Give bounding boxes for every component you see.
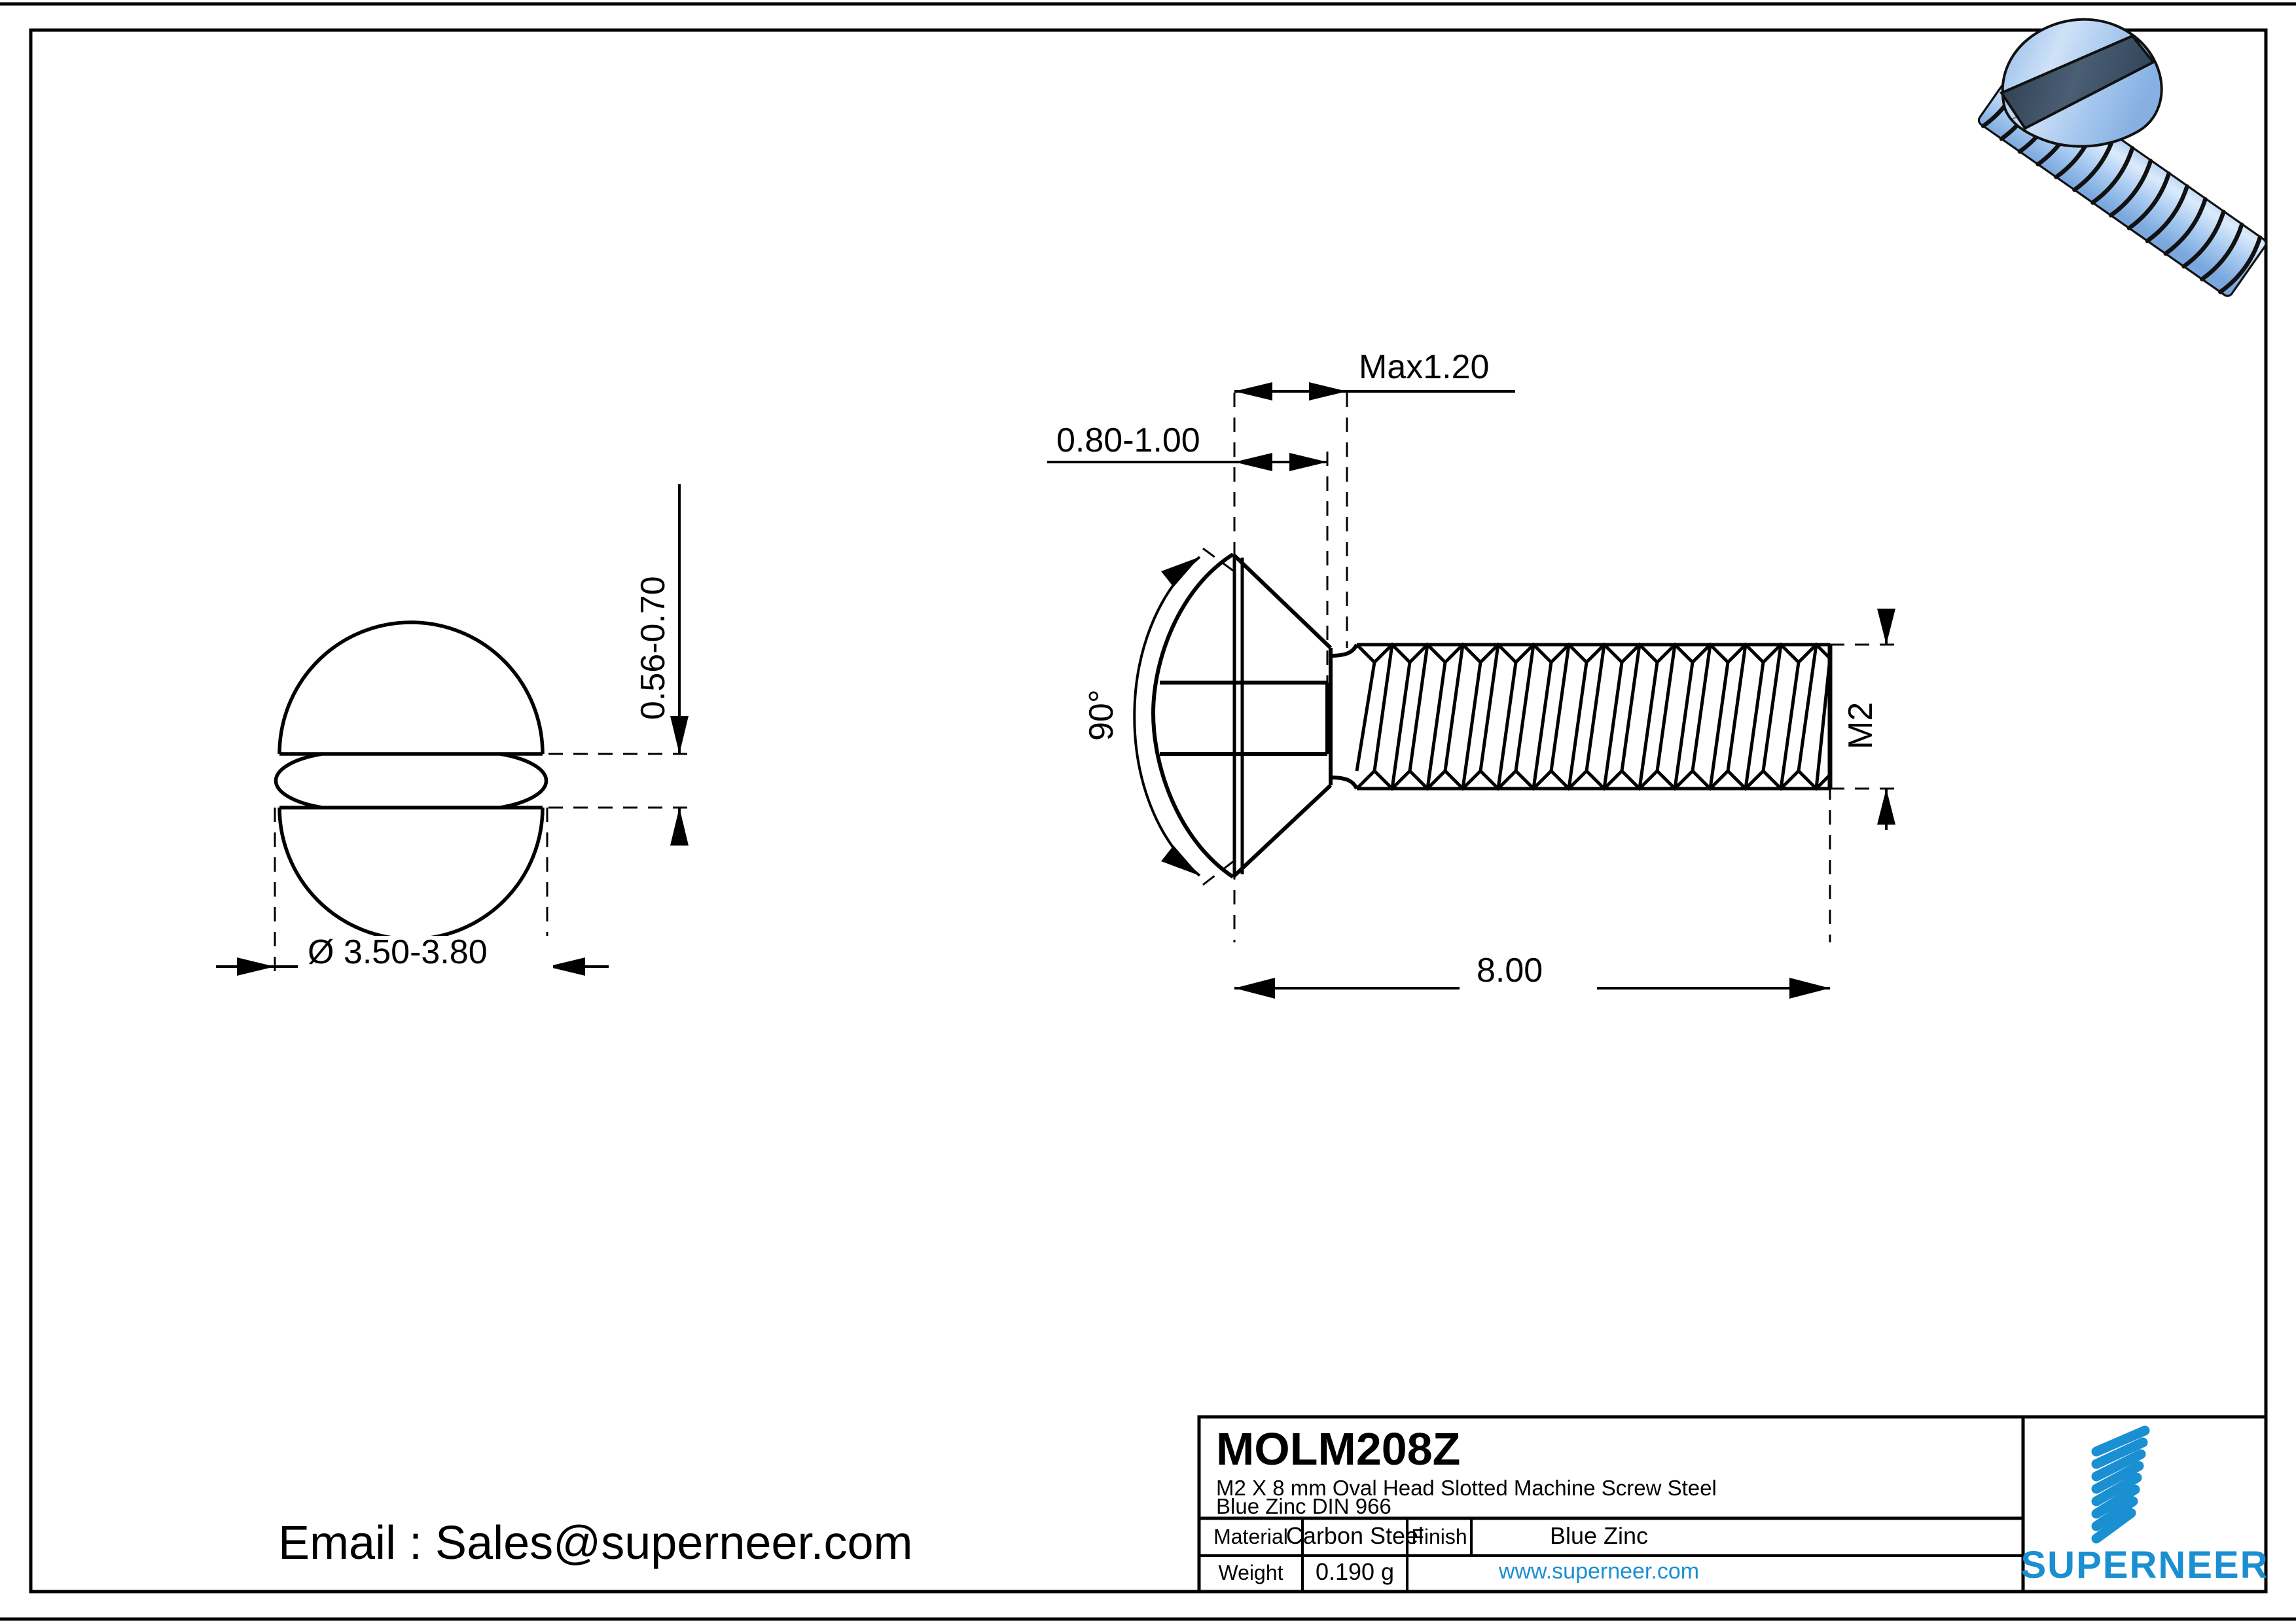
dim-label-bg-length [1460, 952, 1597, 990]
arrow-angle-bottom [1161, 846, 1200, 876]
title-block-frame [1197, 1415, 2268, 1594]
label-weight: Weight [1218, 1561, 1283, 1584]
part-description-line2: Blue Zinc DIN 966 [1216, 1494, 1391, 1518]
head-chamfer-lower [1231, 783, 1333, 879]
superneer-logo-icon [2091, 1425, 2150, 1544]
dim-head-angle: 90° [1083, 689, 1121, 741]
part-number: MOLM208Z [1216, 1423, 1460, 1474]
neck-fillet-lower [1330, 776, 1359, 790]
dim-screw-length: 8.00 [1477, 952, 1543, 990]
title-block: MOLM208Z M2 X 8 mm Oval Head Slotted Mac… [1197, 1415, 2269, 1594]
arrow-dia-left [237, 957, 275, 976]
part-description-line1: M2 X 8 mm Oval Head Slotted Machine Scre… [1216, 1476, 1717, 1500]
dim-head-diameter: Ø 3.50-3.80 [308, 933, 488, 971]
arrow-dia-right [547, 957, 585, 976]
arrow-head-height-left [1234, 382, 1272, 401]
value-finish: Blue Zinc [1550, 1522, 1648, 1549]
angle-ext-bottom [1202, 855, 1241, 886]
head-outline-upper [278, 620, 545, 755]
slot-arc-left [274, 752, 323, 810]
arrow-length-left [1234, 978, 1275, 999]
email-contact-text: Email : Sales@superneer.com [278, 1517, 913, 1569]
screw-side-view: 90° Max1.20 0.80-1.00 M2 8.00 [1047, 348, 1898, 999]
angle-arc-90 [1133, 556, 1201, 877]
head-end-view: Ø 3.50-3.80 0.56-0.70 [216, 484, 694, 976]
dim-thread-size: M2 [1842, 702, 1880, 749]
dim-head-slot-depth: 0.56-0.70 [634, 576, 672, 720]
thread-flank-lines [1355, 644, 1832, 789]
screw-3d-slot [2000, 34, 2156, 130]
arrow-slot-width-right [1289, 453, 1327, 471]
brand-name: SUPERNEER [2021, 1544, 2269, 1586]
dim-label-bg-diameter [298, 936, 553, 975]
value-weight: 0.190 g [1316, 1558, 1394, 1585]
screw-3d-threads [1981, 69, 2263, 294]
angle-ext-top [1202, 547, 1241, 577]
neck-fillet-upper [1330, 643, 1359, 658]
arrow-m2-top [1877, 609, 1895, 645]
thread-profile-top [1355, 642, 1831, 665]
dim-head-height-max: Max1.20 [1359, 348, 1489, 386]
threaded-shank [1355, 642, 1833, 791]
slot-arc-right [499, 752, 548, 810]
thread-profile-bottom [1355, 768, 1831, 791]
head-chamfer-upper [1231, 552, 1333, 650]
dim-slot-width: 0.80-1.00 [1056, 421, 1200, 459]
arrow-length-right [1789, 978, 1830, 999]
label-material: Material [1213, 1525, 1288, 1548]
head-dome-profile [1151, 552, 1234, 879]
arrow-m2-bottom [1877, 789, 1895, 825]
screw-3d-isometric [1977, 18, 2267, 297]
drawing-border-frame [29, 28, 2268, 1594]
arrow-angle-top [1161, 557, 1200, 587]
arrow-slotdepth-top [670, 716, 689, 754]
value-material: Carbon Steel [1286, 1522, 1424, 1549]
label-finish: Finish [1411, 1525, 1467, 1548]
website-link[interactable]: www.superneer.com [1498, 1559, 1699, 1584]
arrow-slotdepth-bottom [670, 808, 689, 846]
arrow-head-height-right [1309, 382, 1347, 401]
arrow-slot-width-left [1234, 453, 1272, 471]
